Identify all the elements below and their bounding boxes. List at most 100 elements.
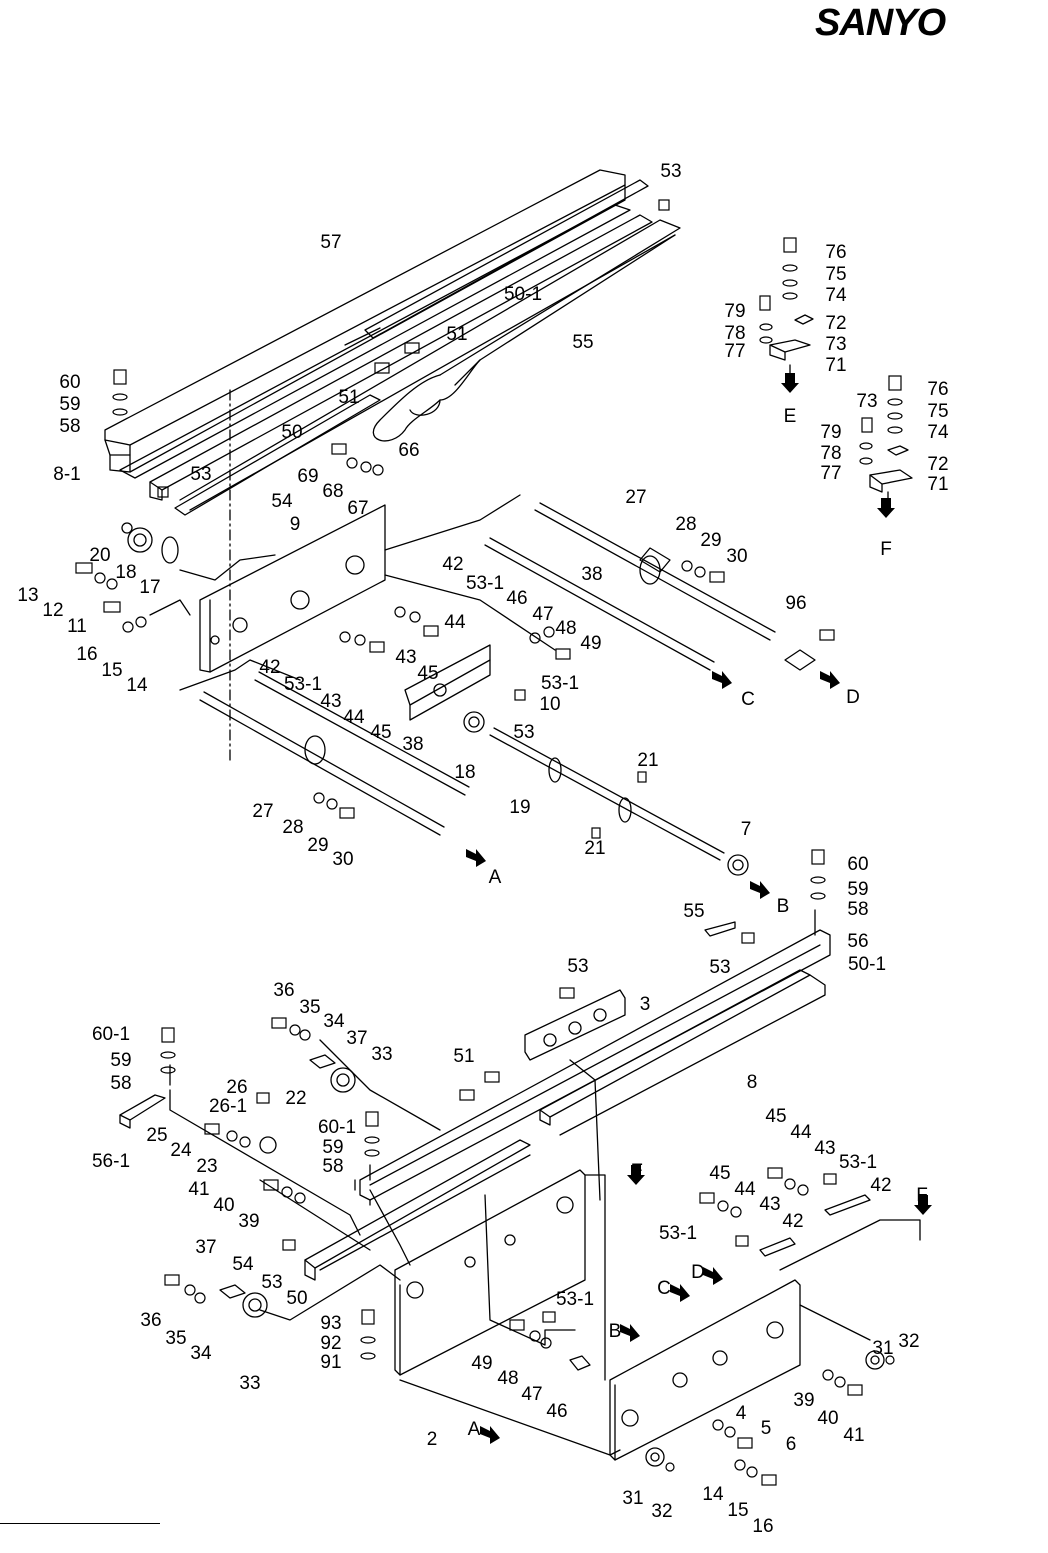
part-callout-label: 14 [126, 675, 148, 696]
part-callout-label: 59 [59, 394, 80, 415]
drawing-lines [104, 169, 921, 1467]
part-callout-label: 79 [724, 301, 745, 322]
part-callout-label: 60-1 [318, 1117, 356, 1138]
part-callout-label: 32 [898, 1331, 919, 1352]
part-callout-label: 53 [513, 722, 534, 743]
part-callout-label: 45 [370, 722, 391, 743]
part-callout-label: 35 [299, 997, 320, 1018]
part-callout-label: 56 [847, 931, 868, 952]
part-callout-label: 47 [532, 604, 553, 625]
part-callout-label: 33 [371, 1044, 392, 1065]
part-callout-label: 14 [702, 1484, 724, 1505]
part-callout-label: 58 [847, 899, 868, 920]
fastener-glyphs [75, 199, 903, 1486]
part-callout-label: 22 [285, 1088, 306, 1109]
part-callout-label: 76 [825, 242, 846, 263]
arrow-shape-icon [781, 373, 799, 393]
part-callout-label: 54 [271, 491, 293, 512]
part-callout-label: 56-1 [92, 1151, 130, 1172]
direction-arrow-icon: B [750, 881, 789, 917]
part-callout-label: 53-1 [466, 573, 504, 594]
part-callout-label: 29 [307, 835, 328, 856]
part-callout-label: 77 [820, 463, 841, 484]
footer-rule [0, 1523, 160, 1524]
part-callout-label: 39 [238, 1211, 259, 1232]
part-callout-label: 35 [165, 1328, 186, 1349]
part-callout-label: 37 [195, 1237, 216, 1258]
part-callout-label: 21 [637, 750, 658, 771]
part-callout-label: 16 [752, 1516, 773, 1537]
part-callout-label: 3 [640, 994, 651, 1015]
part-callout-label: 18 [115, 562, 136, 583]
arrow-shape-icon [703, 1267, 723, 1285]
arrow-shape-icon [620, 1324, 640, 1342]
part-callout-label: 42 [442, 554, 463, 575]
direction-arrow-icon: A [466, 849, 502, 888]
arrow-reference-label: A [468, 1419, 481, 1440]
part-callout-label: 19 [509, 797, 530, 818]
part-callout-label: 17 [139, 577, 160, 598]
part-callout-label: 48 [497, 1368, 518, 1389]
part-callout-label: 71 [927, 474, 948, 495]
part-callout-label: 76 [927, 379, 948, 400]
part-callout-label: 8 [747, 1072, 758, 1093]
direction-arrow-icon: E [781, 373, 799, 427]
part-callout-label: 38 [402, 734, 423, 755]
part-callout-label: 69 [297, 466, 318, 487]
part-callout-label: 40 [817, 1408, 838, 1429]
part-callout-label: 53-1 [839, 1152, 877, 1173]
part-callout-label: 71 [825, 355, 846, 376]
part-callout-label: 31 [872, 1338, 893, 1359]
part-callout-label: 8-1 [53, 464, 80, 485]
part-callout-label: 77 [724, 341, 745, 362]
part-callout-label: 24 [170, 1140, 192, 1161]
part-callout-label: 58 [322, 1156, 343, 1177]
part-callout-label: 53 [567, 956, 588, 977]
part-callout-label: 34 [323, 1011, 345, 1032]
part-callout-label: 58 [110, 1073, 131, 1094]
part-callout-label: 15 [727, 1500, 748, 1521]
part-callout-label: 44 [734, 1179, 756, 1200]
arrow-reference-label: B [777, 896, 790, 917]
part-callout-label: 42 [870, 1175, 891, 1196]
part-callout-label: 44 [343, 707, 365, 728]
part-callout-label: 55 [683, 901, 704, 922]
part-callout-label: 23 [196, 1156, 217, 1177]
part-callout-label: 27 [252, 801, 273, 822]
arrow-shape-icon [914, 1195, 932, 1215]
part-callout-label: 44 [444, 612, 466, 633]
arrow-shape-icon [480, 1426, 500, 1444]
direction-arrow-icon: C [657, 1278, 690, 1302]
direction-arrow-icon: E [627, 1161, 645, 1185]
arrow-shape-icon [627, 1165, 645, 1185]
part-callout-label: 39 [793, 1390, 814, 1411]
part-callout-label: 42 [782, 1211, 803, 1232]
part-callout-label: 91 [320, 1352, 341, 1373]
part-callout-label: 59 [847, 879, 868, 900]
part-callout-label: 32 [651, 1501, 672, 1522]
part-callout-label: 79 [820, 422, 841, 443]
part-callout-label: 66 [398, 440, 419, 461]
direction-arrow-icon: F [914, 1185, 932, 1215]
part-callout-label: 25 [146, 1125, 167, 1146]
part-callout-label: 46 [546, 1401, 567, 1422]
part-callout-label: 49 [580, 633, 601, 654]
part-callout-label: 53-1 [556, 1289, 594, 1310]
part-callout-label: 78 [724, 323, 745, 344]
part-callout-label: 75 [825, 264, 846, 285]
part-callout-label: 28 [675, 514, 696, 535]
part-callout-label: 75 [927, 401, 948, 422]
part-callout-label: 30 [726, 546, 747, 567]
part-callout-label: 45 [709, 1163, 730, 1184]
part-callout-label: 51 [338, 387, 359, 408]
part-callout-label: 43 [759, 1194, 780, 1215]
part-callout-label: 34 [190, 1343, 212, 1364]
part-callout-label: 43 [320, 691, 341, 712]
part-callout-label: 59 [322, 1137, 343, 1158]
part-callout-label: 60-1 [92, 1024, 130, 1045]
part-callout-label: 50 [281, 422, 302, 443]
arrow-shape-icon [820, 671, 840, 689]
arrow-shape-icon [750, 881, 770, 899]
part-callout-label: 53-1 [659, 1223, 697, 1244]
